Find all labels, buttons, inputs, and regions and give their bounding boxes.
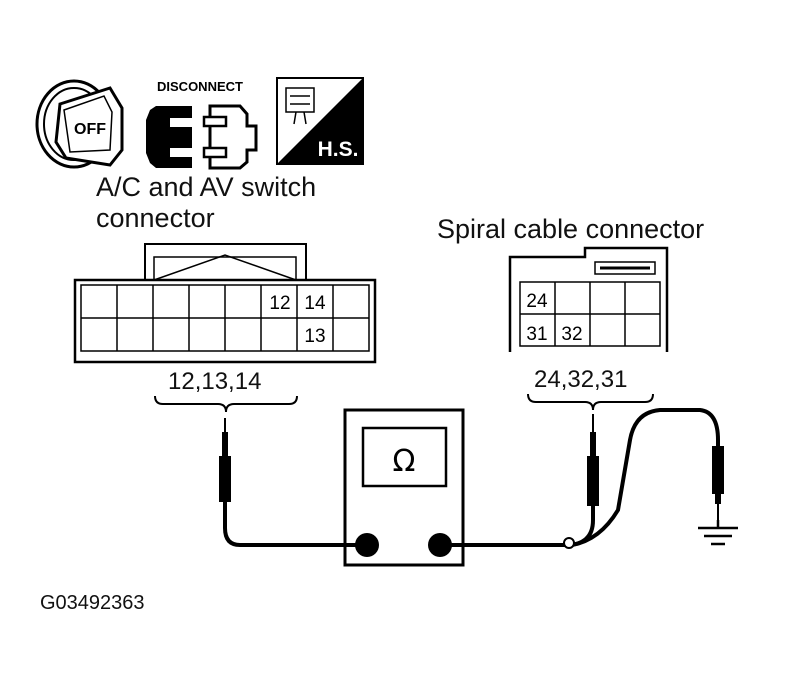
right-probe bbox=[587, 414, 599, 506]
ac-av-switch-connector bbox=[73, 243, 377, 364]
ignition-off-text: OFF bbox=[74, 121, 106, 138]
ohm-symbol: Ω bbox=[393, 444, 416, 479]
left-probe bbox=[219, 418, 231, 502]
right-connector-title: Spiral cable connector bbox=[437, 214, 705, 244]
left-pin-bracket bbox=[154, 395, 298, 413]
harness-side-text: H.S. bbox=[318, 138, 359, 161]
right-pins-label: 24,32,31 bbox=[534, 366, 628, 393]
pin-14: 14 bbox=[304, 293, 326, 314]
pin-31: 31 bbox=[526, 324, 547, 345]
test-leads bbox=[223, 408, 720, 547]
ignition-off-icon: OFF bbox=[35, 79, 124, 169]
pin-13: 13 bbox=[304, 326, 325, 347]
ground-icon bbox=[698, 520, 738, 546]
right-pin-bracket bbox=[527, 393, 654, 411]
disconnect-text: DISCONNECT bbox=[157, 79, 243, 94]
pin-12: 12 bbox=[269, 293, 290, 314]
lead-junction bbox=[563, 537, 575, 549]
left-connector-title-line1: A/C and AV switch bbox=[96, 172, 317, 202]
pin-24: 24 bbox=[526, 291, 548, 312]
left-pins-label: 12,13,14 bbox=[168, 368, 262, 395]
figure-code: G03492363 bbox=[40, 592, 145, 614]
ground-probe bbox=[712, 446, 724, 520]
ohmmeter bbox=[343, 408, 465, 567]
pin-32: 32 bbox=[561, 324, 582, 345]
harness-side-icon: H.S. bbox=[276, 77, 364, 165]
disconnect-icon: DISCONNECT bbox=[146, 79, 258, 170]
left-connector-title-line2: connector bbox=[96, 203, 215, 233]
spiral-cable-connector bbox=[508, 246, 669, 352]
